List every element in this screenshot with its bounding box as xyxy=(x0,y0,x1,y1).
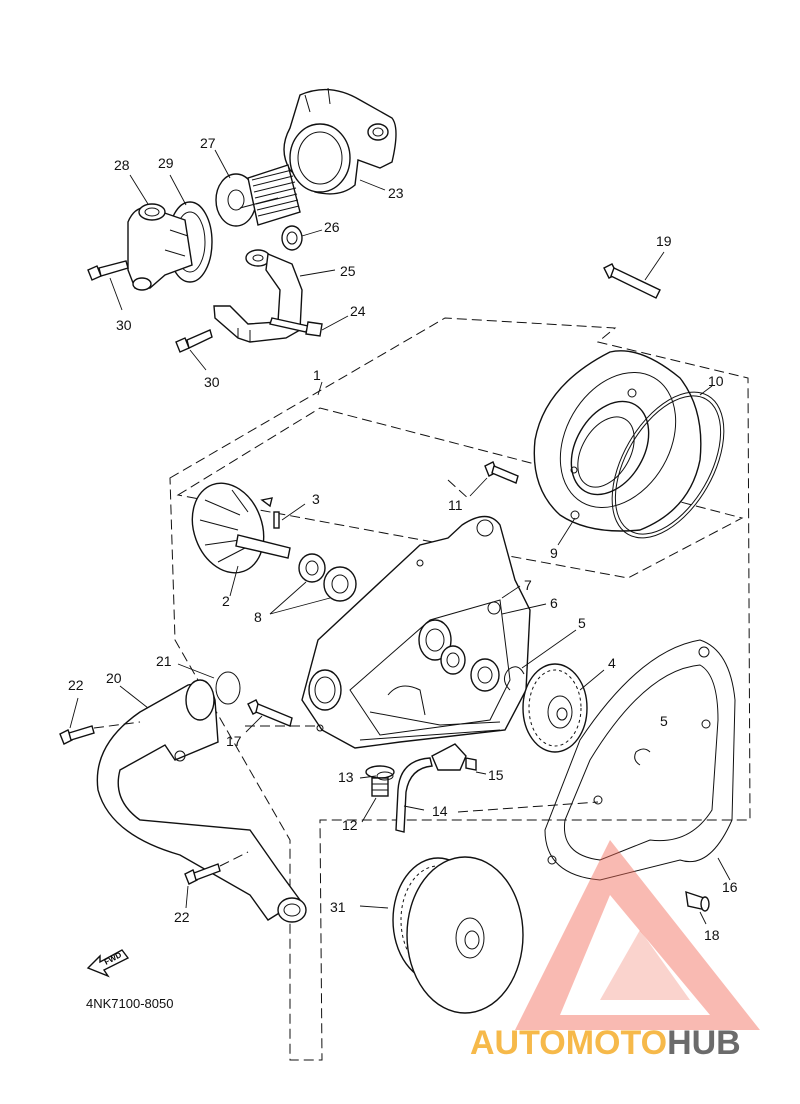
o-ring-21 xyxy=(215,671,241,705)
label-15: 15 xyxy=(488,767,504,783)
label-30-b: 30 xyxy=(204,374,220,390)
o-ring-26 xyxy=(281,225,303,251)
label-20: 20 xyxy=(106,670,122,686)
leader-1 xyxy=(317,381,323,396)
label-12: 12 xyxy=(342,817,358,833)
impeller xyxy=(191,482,291,574)
hose-fitting xyxy=(431,743,477,771)
label-5-b: 5 xyxy=(660,713,668,729)
label-24: 24 xyxy=(350,303,366,319)
seal-8-b xyxy=(323,566,357,602)
circlip-5 xyxy=(504,666,525,691)
label-10: 10 xyxy=(708,373,724,389)
label-17: 17 xyxy=(226,733,242,749)
label-18: 18 xyxy=(704,927,720,943)
bolt-17 xyxy=(247,699,293,727)
part-labels: 1 2 3 4 5 5 6 7 8 9 10 11 12 13 14 15 16… xyxy=(68,135,738,943)
label-3: 3 xyxy=(312,491,320,507)
label-30-a: 30 xyxy=(116,317,132,333)
label-25: 25 xyxy=(340,263,356,279)
label-31: 31 xyxy=(330,899,346,915)
label-22-b: 22 xyxy=(174,909,190,925)
assembly-outline-1 xyxy=(169,317,751,1061)
label-8: 8 xyxy=(254,609,262,625)
label-27: 27 xyxy=(200,135,216,151)
label-22-a: 22 xyxy=(68,677,84,693)
seal-8-a xyxy=(298,553,326,583)
watermark-text: AUTOMOTOHUB xyxy=(470,1024,741,1062)
bolt-19 xyxy=(603,263,661,299)
label-11: 11 xyxy=(448,497,463,513)
label-14: 14 xyxy=(432,803,448,819)
bolt-30-lower xyxy=(175,329,213,353)
watermark-text-hub: HUB xyxy=(667,1024,741,1062)
bolt-24 xyxy=(269,317,323,337)
label-28: 28 xyxy=(114,157,130,173)
label-5-a: 5 xyxy=(578,615,586,631)
watermark-triangle-icon xyxy=(515,840,760,1030)
thermostat xyxy=(215,164,301,227)
label-1: 1 xyxy=(313,367,321,383)
pump-housing xyxy=(301,515,531,749)
label-9: 9 xyxy=(550,545,558,561)
thermostat-housing xyxy=(283,87,397,195)
bolt-11 xyxy=(484,461,519,484)
diagram-code: 4NK7100-8050 xyxy=(86,996,173,1011)
assembly-outline-inner xyxy=(176,407,744,579)
label-6: 6 xyxy=(550,595,558,611)
label-19: 19 xyxy=(656,233,672,249)
pump-drive-gear xyxy=(522,663,588,753)
bolt-22-lower xyxy=(184,863,221,885)
coolant-pipe xyxy=(96,679,307,923)
coolant-outlet-joint xyxy=(127,201,213,291)
label-13: 13 xyxy=(338,769,354,785)
label-21: 21 xyxy=(156,653,172,669)
label-7: 7 xyxy=(524,577,532,593)
washer-13 xyxy=(376,771,394,781)
label-16: 16 xyxy=(722,879,738,895)
label-23: 23 xyxy=(388,185,404,201)
fwd-arrow-icon: FWD xyxy=(86,949,130,978)
cover-gasket xyxy=(544,639,736,881)
watermark-text-automoto: AUTOMOTO xyxy=(470,1024,667,1062)
dowel-18 xyxy=(685,890,710,912)
primary-driven-gear xyxy=(392,856,524,1014)
pump-cover xyxy=(533,350,702,532)
breather-hose xyxy=(395,757,433,833)
pin-3 xyxy=(273,511,280,529)
label-26: 26 xyxy=(324,219,340,235)
watermark-logo xyxy=(515,840,760,1030)
pump-cover-gasket xyxy=(611,391,725,539)
label-4: 4 xyxy=(608,655,616,671)
bolt-30-upper xyxy=(87,260,129,281)
bolt-22-upper xyxy=(59,725,95,745)
label-29: 29 xyxy=(158,155,174,171)
drain-bolt xyxy=(365,765,395,797)
label-2: 2 xyxy=(222,593,230,609)
